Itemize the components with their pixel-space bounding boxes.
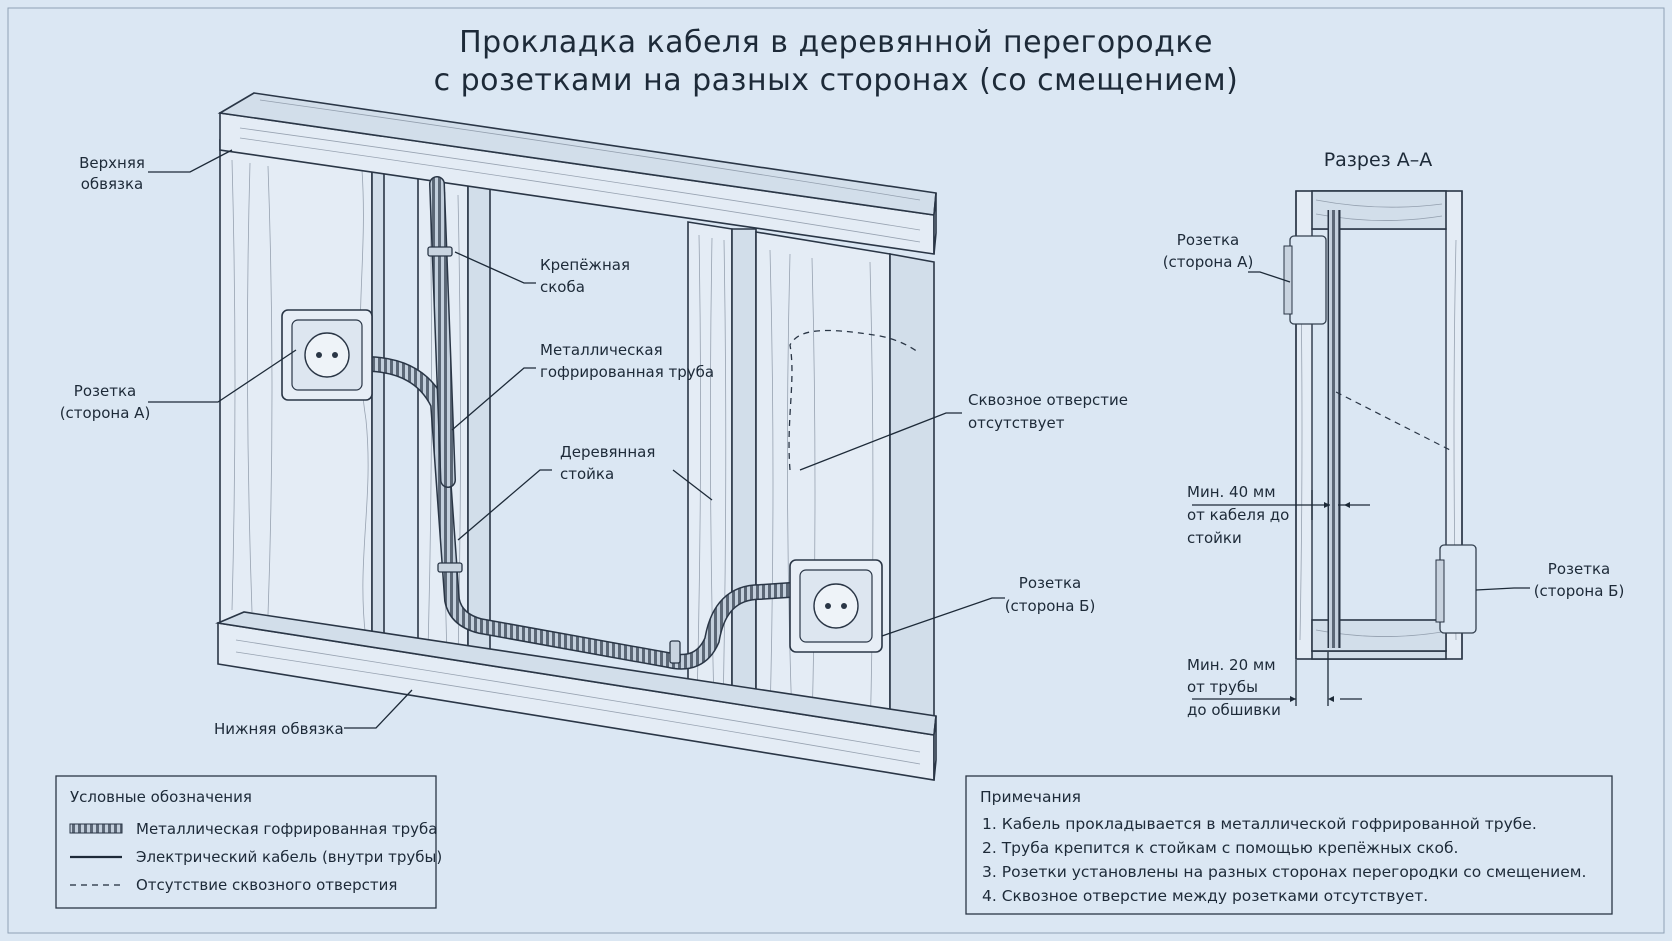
section-socket-a [1289, 235, 1327, 325]
section-title: Разрез А–А [1324, 149, 1433, 171]
label-no-hole-1: Сквозное отверстие [968, 391, 1128, 409]
label-pipe-2: гофрированная труба [540, 363, 714, 381]
legend-item-cable: Электрический кабель (внутри трубы) [136, 848, 442, 866]
outlet-icon [304, 332, 350, 378]
legend-item-no-hole: Отсутствие сквозного отверстия [136, 876, 397, 894]
label-clamp-2: скоба [540, 278, 585, 296]
note-4: 4. Сквозное отверстие между розетками от… [982, 887, 1428, 905]
section-socket-b [1439, 544, 1477, 634]
dim-20-line-2: от трубы [1187, 678, 1258, 696]
label-clamp-1: Крепёжная [540, 256, 630, 274]
section-label-socket-b-2: (сторона Б) [1534, 582, 1625, 600]
label-top-plate-1: Верхняя [79, 154, 145, 172]
drawing-title: Прокладка кабеля в деревянной перегородк… [434, 25, 1239, 98]
section-label-socket-a-1: Розетка [1177, 231, 1239, 249]
note-3: 3. Розетки установлены на разных сторона… [982, 863, 1586, 881]
label-socket-b-2: (сторона Б) [1005, 597, 1096, 615]
label-stud-1: Деревянная [560, 443, 655, 461]
legend-item-pipe: Металлическая гофрированная труба [136, 820, 437, 838]
label-no-hole-2: отсутствует [968, 414, 1065, 432]
socket-side-b [789, 559, 883, 653]
wooden-stud-right [755, 231, 935, 753]
dim-40-line-3: стойки [1187, 529, 1242, 547]
corrugated-pipe-icon [69, 823, 123, 834]
isometric-labels: Верхняя обвязка Крепёжная скоба Металлич… [60, 154, 1128, 738]
label-top-plate-2: обвязка [81, 175, 144, 193]
dim-40-line-2: от кабеля до [1187, 506, 1289, 524]
socket-side-a [281, 309, 373, 401]
legend: Условные обозначения Металлическая гофри… [55, 775, 442, 909]
section-a-a: Разрез А–А [1163, 149, 1625, 719]
label-socket-a-1: Розетка [74, 382, 136, 400]
notes-box: Примечания 1. Кабель прокладывается в ме… [965, 775, 1613, 915]
label-stud-2: стойка [560, 465, 614, 483]
callout-leaders [148, 149, 1005, 729]
note-2: 2. Труба крепится к стойкам с помощью кр… [982, 839, 1458, 857]
notes-title: Примечания [980, 788, 1081, 806]
dim-20-line-1: Мин. 20 мм [1187, 656, 1276, 674]
top-plate [217, 92, 937, 255]
dim-40-line-1: Мин. 40 мм [1187, 483, 1276, 501]
label-socket-b-1: Розетка [1019, 574, 1081, 592]
dim-20-line-3: до обшивки [1187, 701, 1281, 719]
section-label-socket-a-2: (сторона А) [1163, 253, 1254, 271]
title-line-1: Прокладка кабеля в деревянной перегородк… [459, 25, 1213, 60]
label-bottom-plate: Нижняя обвязка [214, 720, 344, 738]
bottom-plate [215, 611, 937, 781]
label-pipe-1: Металлическая [540, 341, 663, 359]
legend-title: Условные обозначения [70, 788, 252, 806]
wooden-stud-3 [687, 221, 757, 714]
title-line-2: с розетками на разных сторонах (со смеще… [434, 63, 1239, 98]
corrugated-pipe [362, 176, 798, 670]
label-socket-a-2: (сторона А) [60, 404, 151, 422]
note-1: 1. Кабель прокладывается в металлической… [982, 815, 1537, 833]
wall-frame [215, 92, 937, 781]
no-through-hole-dashed-line [788, 329, 919, 471]
outlet-icon [813, 583, 859, 629]
section-label-socket-b-1: Розетка [1548, 560, 1610, 578]
page-frame [7, 7, 1665, 934]
clamp-icon [427, 246, 681, 664]
